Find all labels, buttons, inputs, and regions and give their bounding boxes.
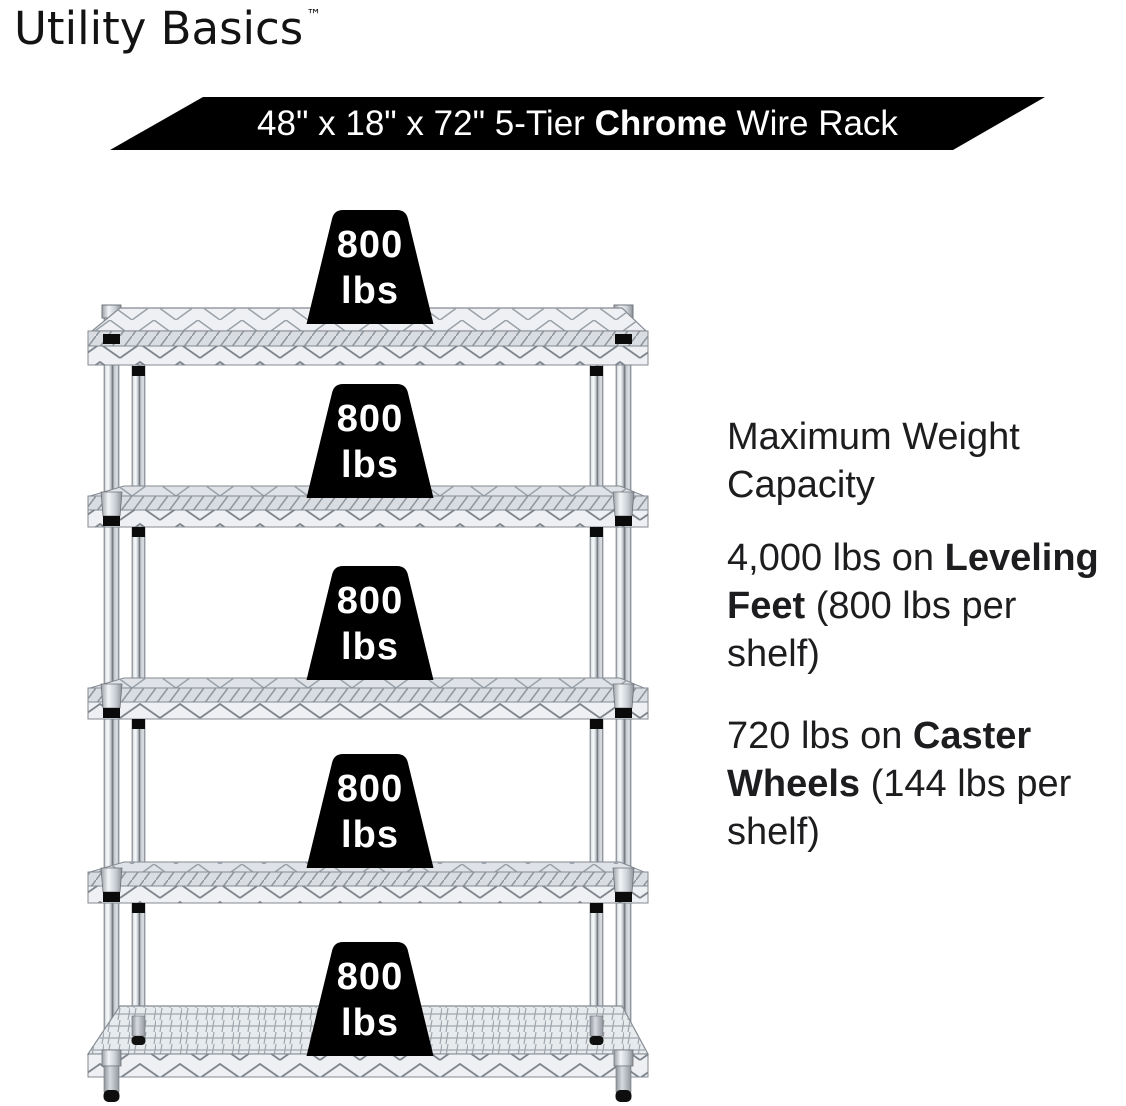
capacity-bold: Caster Wheels [727,715,1032,805]
trademark-symbol: ™ [306,6,322,24]
shelf-1 [87,307,649,376]
weight-unit: lbs [341,1002,399,1044]
banner-text-prefix: 48" x 18" x 72" 5-Tier [257,103,595,143]
capacity-text: (800 lbs per shelf) [727,585,1017,675]
shelf-2 [87,485,649,537]
rear-foot-tip [589,1036,604,1045]
weight-value: 800 [337,768,403,810]
leveling-feet [101,1049,634,1102]
capacity-bold: Leveling Feet [727,537,1099,627]
weight-badge-3: 800 lbs [306,566,434,680]
shelf-3 [87,677,649,729]
weight-badge-2: 800 lbs [306,384,434,498]
capacity-text: 4,000 lbs on [727,537,945,579]
weight-value: 800 [337,398,403,440]
weight-unit: lbs [341,444,399,486]
weight-value: 800 [337,956,403,998]
capacity-text: (144 lbs per shelf) [727,763,1072,853]
leveling-feet-capacity: 4,000 lbs on Leveling Feet (800 lbs per … [727,534,1126,678]
weight-value: 800 [337,580,403,622]
weight-badge-4: 800 lbs [306,754,434,868]
banner-text-highlight: Chrome [594,103,727,143]
rear-foot-tip [131,1036,146,1045]
banner-text-suffix: Wire Rack [726,103,898,143]
weight-unit: lbs [341,626,399,668]
weight-badge-1: 800 lbs [306,210,434,324]
title-banner: 48" x 18" x 72" 5-Tier Chrome Wire Rack [110,97,1045,150]
shelf-4 [87,861,649,913]
weight-unit: lbs [341,814,399,856]
caster-wheels-capacity: 720 lbs on Caster Wheels (144 lbs per sh… [727,712,1126,856]
rear-foot [589,1015,604,1037]
capacity-heading: Maximum Weight Capacity [727,416,1020,506]
brand-name: Utility Basics [14,2,304,55]
capacity-text: 720 lbs on [727,715,913,757]
weight-badge-5: 800 lbs [306,942,434,1056]
weight-unit: lbs [341,270,399,312]
shelf-5 [86,1005,650,1078]
weight-value: 800 [337,224,403,266]
rear-foot [131,1015,146,1037]
